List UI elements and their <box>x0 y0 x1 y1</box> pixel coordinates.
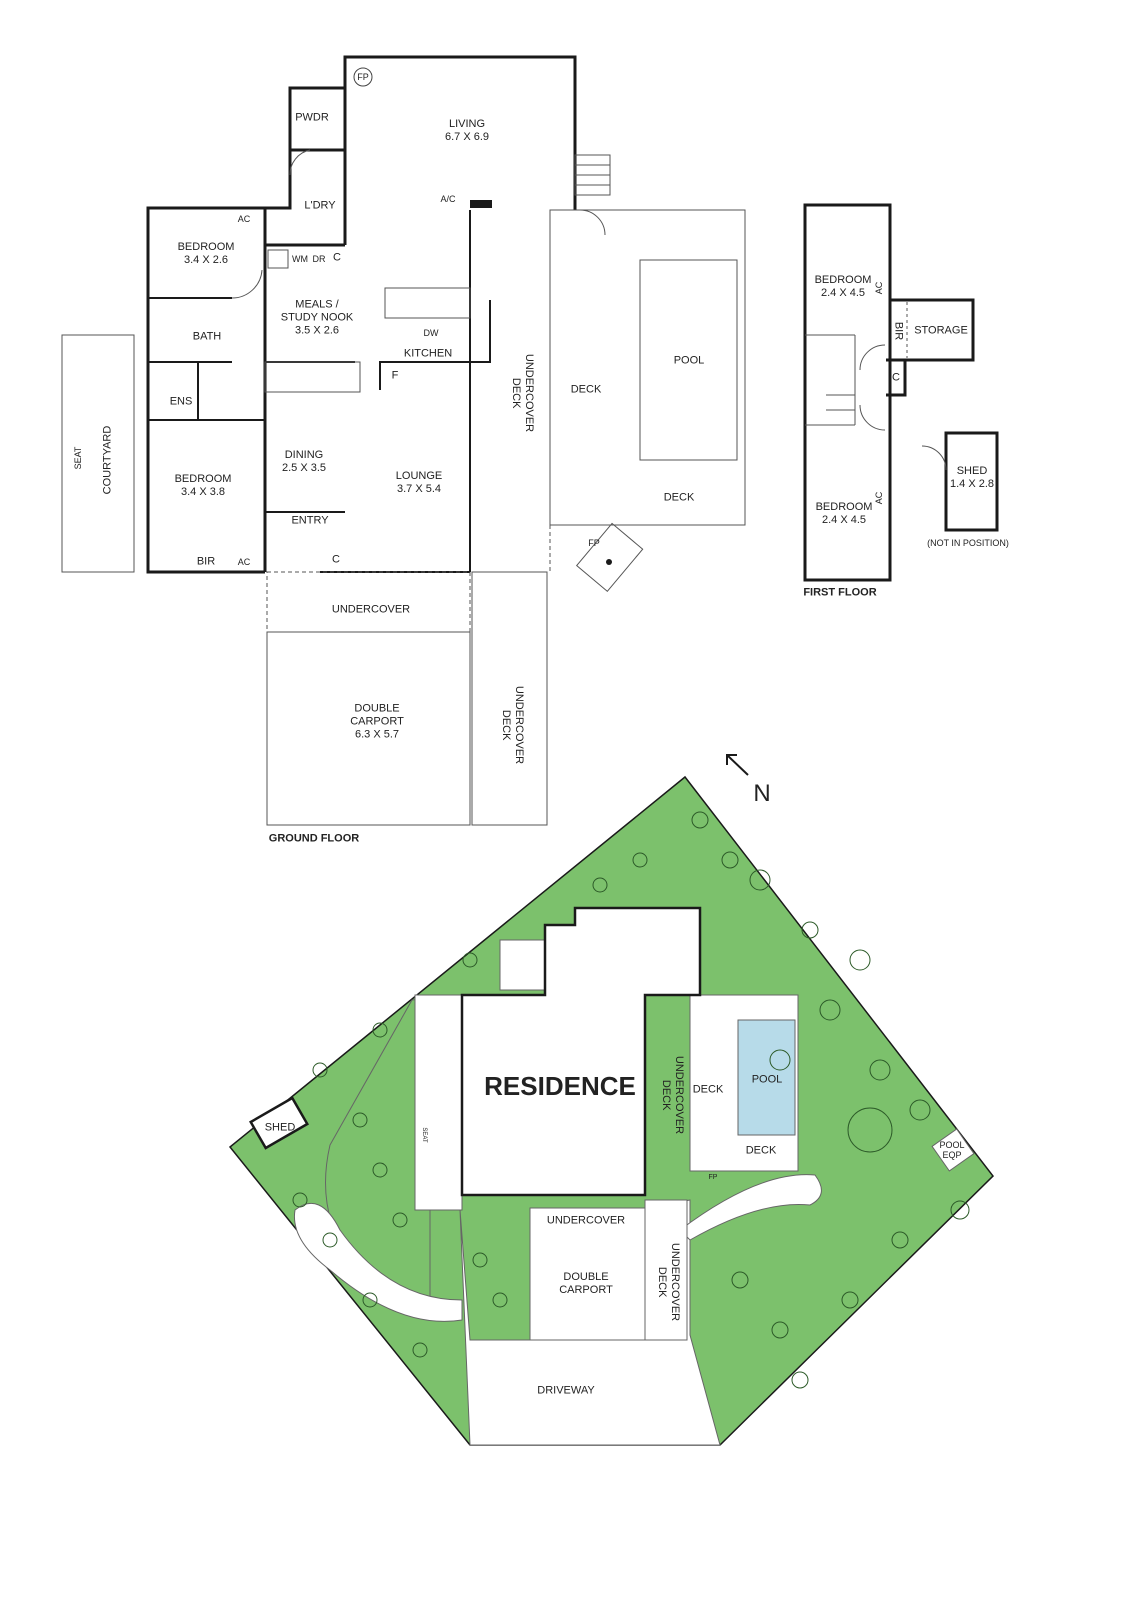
undercover-label: UNDERCOVER <box>331 603 411 616</box>
room-name: MEALS / STUDY NOOK <box>280 298 354 324</box>
site-undercover-label: UNDERCOVER <box>546 1214 626 1227</box>
dishwasher-label: DW <box>423 328 439 338</box>
room-name: LOUNGE <box>395 470 443 482</box>
site-shed-label: SHED <box>264 1121 296 1134</box>
cupboard-label: C <box>333 251 341 264</box>
undercover-deck-label: UNDERCOVER DECK <box>510 353 535 433</box>
seat-label: SEAT <box>73 446 83 470</box>
site-pool-label: POOL <box>751 1073 783 1086</box>
room-storage: STORAGE <box>914 324 968 337</box>
ac-unit-icon <box>470 200 492 208</box>
room-name: BEDROOM <box>174 473 232 485</box>
room-name: BEDROOM <box>177 241 235 253</box>
site-fireplace-label: FP <box>708 1174 718 1181</box>
room-name: SHED <box>956 465 988 477</box>
bir-label: BIR <box>892 321 905 341</box>
pool-equipment-label: POOL EQP <box>939 1140 965 1160</box>
fireplace-icon <box>353 67 373 87</box>
ac-label: A/C <box>440 194 456 204</box>
site-shed <box>249 1096 309 1150</box>
site-pool-area <box>737 1019 796 1136</box>
room-entry: ENTRY <box>291 514 329 527</box>
ground-floor-title: GROUND FLOOR <box>268 832 360 845</box>
room-name: LIVING <box>448 118 486 130</box>
room-size: 6.7 X 6.9 <box>444 131 490 143</box>
cupboard-label: C <box>892 371 900 384</box>
driveway-label: DRIVEWAY <box>537 1384 595 1397</box>
residence-label: RESIDENCE <box>484 1071 636 1101</box>
bir-label: BIR <box>196 555 216 568</box>
residence-footprint <box>460 906 702 1197</box>
site-deck-label: DECK <box>745 1144 777 1157</box>
site-undercover-deck-label: UNDERCOVER DECK <box>656 1242 681 1322</box>
site-seat-label: SEAT <box>421 1127 427 1143</box>
north-label: N <box>753 780 771 807</box>
room-size: 1.4 X 2.8 <box>949 478 995 490</box>
first-floor-title: FIRST FLOOR <box>803 586 877 599</box>
shed-note: (NOT IN POSITION) <box>927 538 1009 548</box>
room-pwdr: PWDR <box>295 111 329 124</box>
room-size: 6.3 X 5.7 <box>354 728 400 741</box>
room-name: DINING <box>284 449 324 461</box>
deck-label: DECK <box>570 383 602 396</box>
ground-floor-outlines <box>61 149 746 826</box>
room-size: 3.5 X 2.6 <box>294 324 340 337</box>
room-size: 2.4 X 4.5 <box>821 514 867 526</box>
courtyard-label: COURTYARD <box>101 425 114 495</box>
first-floor-walls <box>803 203 999 582</box>
room-laundry: L'DRY <box>304 199 336 212</box>
room-name: DOUBLE CARPORT <box>350 702 404 728</box>
ac-label: AC <box>874 491 884 505</box>
room-name: BEDROOM <box>814 274 872 286</box>
fridge-label: F <box>391 369 399 382</box>
room-size: 3.4 X 3.8 <box>180 486 226 498</box>
room-name: BEDROOM <box>815 501 873 513</box>
room-size: 3.4 X 2.6 <box>183 254 229 266</box>
ac-label: AC <box>874 281 884 295</box>
site-deck-label: DECK <box>692 1083 724 1096</box>
room-ensuite: ENS <box>169 395 193 408</box>
pool-label: POOL <box>673 354 705 367</box>
site-carport-label: DOUBLE CARPORT <box>559 1271 613 1296</box>
room-kitchen: KITCHEN <box>403 347 453 360</box>
trees <box>292 811 970 1389</box>
room-size: 2.5 X 3.5 <box>281 462 327 474</box>
north-arrow-icon <box>726 754 749 776</box>
fireplace-label: FP <box>588 538 600 548</box>
undercover-deck-label: UNDERCOVER DECK <box>500 685 525 765</box>
ac-label: AC <box>237 214 251 224</box>
ac-label: AC <box>237 557 251 567</box>
dryer-label: DR <box>312 254 326 264</box>
washing-machine-label: WM <box>292 254 308 264</box>
cupboard-label: C <box>332 553 340 566</box>
room-size: 3.7 X 5.4 <box>396 483 442 495</box>
room-size: 2.4 X 4.5 <box>820 287 866 299</box>
room-bath: BATH <box>192 330 222 343</box>
fireplace-label: FP <box>357 72 369 82</box>
site-undercover-deck-label: UNDERCOVER DECK <box>660 1055 685 1135</box>
deck-label: DECK <box>663 491 695 504</box>
